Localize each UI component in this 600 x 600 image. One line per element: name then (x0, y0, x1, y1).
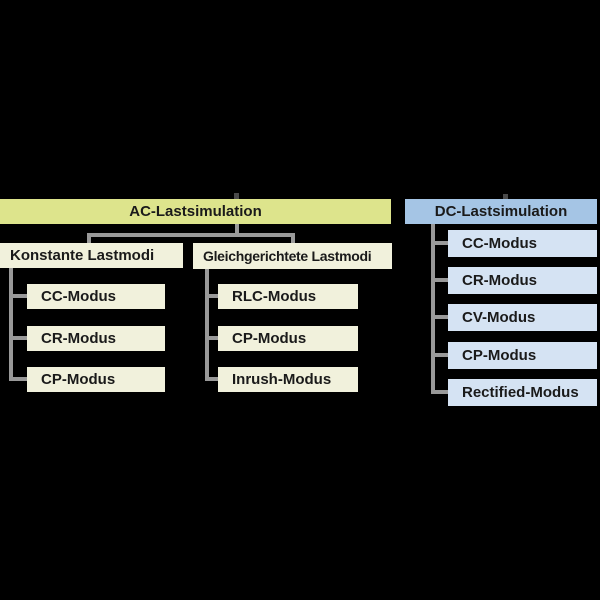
tick-gleich-2 (205, 336, 218, 340)
connector-gleich-up (291, 237, 295, 243)
ac-header-label: AC-Lastsimulation (129, 203, 262, 220)
tick-gleich-1 (205, 294, 218, 298)
connector-konstante-up (87, 237, 91, 243)
rail-konstante (9, 268, 13, 381)
node-label: Rectified-Modus (462, 384, 579, 401)
dc-lastsimulation-header: DC-Lastsimulation (405, 199, 597, 224)
node-label: CP-Modus (41, 371, 116, 388)
node-ac-konstante-cr-modus: CR-Modus (27, 326, 165, 351)
node-label: CP-Modus (232, 330, 307, 347)
ac-lastsimulation-header: AC-Lastsimulation (0, 199, 391, 224)
node-dc-cp-modus: CP-Modus (448, 342, 597, 369)
node-label: Inrush-Modus (232, 371, 332, 388)
tick-gleich-3 (205, 377, 218, 381)
rail-dc (431, 224, 435, 394)
konstante-header-label: Konstante Lastmodi (10, 247, 155, 264)
node-label: CV-Modus (462, 309, 536, 326)
tick-dc-4 (431, 353, 448, 357)
node-ac-konstante-cc-modus: CC-Modus (27, 284, 165, 309)
node-ac-gleich-inrush-modus: Inrush-Modus (218, 367, 358, 392)
node-dc-cv-modus: CV-Modus (448, 304, 597, 331)
tick-konstante-3 (9, 377, 27, 381)
tick-dc-2 (431, 278, 448, 282)
tick-dc-3 (431, 315, 448, 319)
ac-top-connector-stub (234, 193, 239, 200)
node-ac-konstante-cp-modus: CP-Modus (27, 367, 165, 392)
gleichgerichtete-lastmodi-header: Gleichgerichtete Lastmodi (193, 243, 392, 269)
connector-ac-header-down (235, 224, 239, 234)
node-ac-gleich-rlc-modus: RLC-Modus (218, 284, 358, 309)
node-dc-cr-modus: CR-Modus (448, 267, 597, 294)
dc-header-label: DC-Lastsimulation (434, 203, 568, 220)
node-label: CR-Modus (41, 330, 116, 347)
tick-dc-1 (431, 241, 448, 245)
node-ac-gleich-cp-modus: CP-Modus (218, 326, 358, 351)
node-label: CC-Modus (462, 235, 537, 252)
node-label: RLC-Modus (232, 288, 317, 305)
node-dc-rectified-modus: Rectified-Modus (448, 379, 597, 406)
node-label: CR-Modus (462, 272, 537, 289)
tick-dc-5 (431, 390, 448, 394)
konstante-lastmodi-header: Konstante Lastmodi (0, 243, 183, 268)
gleich-header-label: Gleichgerichtete Lastmodi (203, 248, 372, 264)
node-label: CC-Modus (41, 288, 116, 305)
tick-konstante-2 (9, 336, 27, 340)
node-dc-cc-modus: CC-Modus (448, 230, 597, 257)
tick-konstante-1 (9, 294, 27, 298)
dc-top-connector-stub (503, 194, 508, 200)
rail-gleich (205, 269, 209, 381)
node-label: CP-Modus (462, 347, 537, 364)
connector-ac-horizontal (87, 233, 295, 237)
